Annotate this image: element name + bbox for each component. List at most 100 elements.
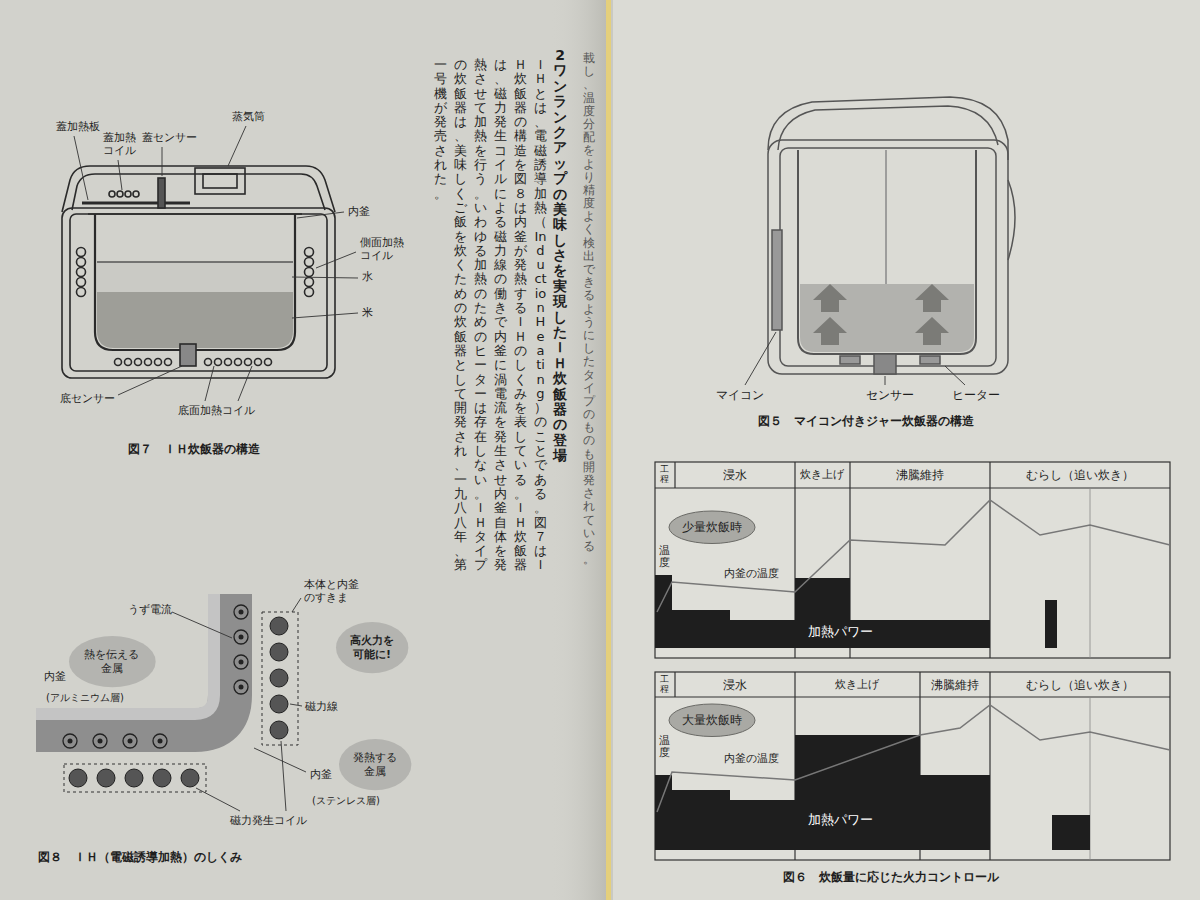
induction-figure	[239, 635, 244, 640]
leader-lines	[74, 126, 358, 401]
table-header: 炊き上げ	[800, 468, 844, 481]
coil-symbol	[270, 695, 288, 713]
part-label: 水	[362, 270, 373, 283]
section-heading: 2 ワンランクアップの美味しさを実現したＩＨ炊飯器の登場	[553, 48, 567, 464]
heat-arrow	[915, 317, 949, 345]
page-ground	[550, 0, 606, 900]
series-label: 内釜の温度	[722, 752, 781, 765]
part-label: 底面加熱コイル	[178, 404, 255, 417]
ih-cooker-figure	[225, 359, 232, 366]
induction-figure	[68, 739, 73, 744]
induction-figure	[254, 748, 306, 772]
ih-cooker-figure	[77, 258, 86, 267]
body-text: 載し、温度分配をより精度よく検出できるようにしたタイプのものも開発されている。	[583, 52, 595, 566]
ih-cooker-figure	[62, 208, 335, 378]
part-label: (アルミニウム層)	[46, 692, 124, 704]
part-label: 蒸気筒	[232, 110, 265, 123]
bubble-text: 高火力を 可能に!	[347, 634, 397, 662]
eddy-current-symbol	[234, 605, 248, 619]
part-label: 内釜	[44, 670, 66, 683]
micom-cooker-figure	[874, 354, 896, 374]
ih-cooker-figure	[62, 166, 335, 378]
micom-cooker-figure	[840, 356, 860, 364]
induction-figure	[262, 612, 298, 745]
induction-figure	[290, 704, 302, 706]
ih-cooker-figure	[88, 213, 302, 215]
heat-arrow	[915, 284, 949, 312]
page-ground	[606, 0, 1200, 900]
ih-cooker-figure	[215, 359, 222, 366]
ih-cooker-figure	[305, 268, 314, 277]
bubble-text: 少量炊飯時	[682, 520, 742, 535]
heat-chart	[655, 696, 1170, 697]
micom-cooker-figure	[772, 230, 782, 330]
table-header: 工程	[660, 465, 669, 485]
eddy-current-symbol	[123, 734, 137, 748]
ih-cooker-figure	[125, 191, 131, 197]
ih-cooker-figure	[70, 214, 327, 371]
ih-cooker-figure	[97, 292, 293, 348]
leader-lines	[162, 147, 163, 176]
table-header: 工程	[660, 675, 669, 695]
leader-lines	[297, 212, 344, 218]
ih-cooker-figure	[195, 168, 245, 194]
induction-figure	[98, 739, 103, 744]
induction-figure	[36, 594, 214, 714]
induction-figure	[172, 598, 306, 811]
ih-cooker-figure	[158, 178, 165, 208]
page-ground	[606, 0, 611, 900]
ih-cooker-figure	[305, 278, 314, 287]
ih-cooker-figure	[77, 278, 86, 287]
axis-label: 温度	[659, 545, 670, 569]
part-label: ヒーター	[952, 388, 1000, 402]
bubble-ellipse	[339, 739, 411, 790]
eddy-current-symbol	[234, 630, 248, 644]
heat-chart	[655, 672, 1170, 860]
leader-lines	[74, 136, 88, 200]
leader-lines	[205, 366, 214, 401]
induction-figure	[239, 660, 244, 665]
ih-cooker-figure	[155, 359, 162, 366]
part-label: センサー	[866, 388, 914, 402]
coil-symbol	[153, 769, 171, 787]
table-header: むらし（追い炊き）	[1026, 678, 1134, 692]
leader-lines	[118, 160, 122, 190]
page-ground	[611, 0, 613, 900]
heat-chart	[655, 735, 990, 850]
body-text: ＩＨとは、電磁誘導加熱（Induction Heating）のことである。図７は…	[414, 58, 547, 583]
series-label: 加熱パワー	[808, 624, 873, 640]
ih-cooker-figure	[72, 174, 325, 210]
bubble-text: 大量炊飯時	[682, 713, 742, 728]
callout-bubble: 少量炊飯時	[668, 510, 756, 545]
induction-figure	[36, 594, 230, 730]
micom-cooker-figure	[920, 356, 940, 364]
induction-figure	[128, 739, 133, 744]
bubble-ellipse	[669, 511, 755, 544]
ih-cooker-figure	[82, 202, 190, 205]
eddy-current-symbol	[93, 734, 107, 748]
table-header: むらし（追い炊き）	[1026, 468, 1134, 482]
ih-cooker-figure	[77, 288, 86, 297]
coil-symbol	[181, 769, 199, 787]
ih-cooker-figure	[255, 359, 262, 366]
ih-cooker-figure	[180, 344, 196, 366]
bubble-ellipse	[69, 636, 156, 687]
micom-cooker-figure	[768, 140, 1008, 374]
part-label: 底センサー	[60, 392, 115, 405]
heat-chart	[674, 672, 675, 697]
induction-figure	[36, 594, 306, 811]
eddy-current-symbol	[63, 734, 77, 748]
leader-lines	[228, 126, 246, 166]
figure-caption: 図７ ＩＨ炊飯器の構造	[128, 442, 260, 456]
ih-cooker-figure	[305, 288, 314, 297]
ih-cooker-figure	[77, 248, 86, 257]
bubble-ellipse	[336, 622, 408, 673]
induction-figure	[196, 788, 240, 811]
bubble-text: 熱を伝える 金属	[82, 648, 143, 676]
induction-figure	[64, 764, 206, 792]
ih-cooker-figure	[305, 258, 314, 267]
eddy-current-symbol	[234, 680, 248, 694]
table-header: 炊き上げ	[835, 678, 879, 691]
eddy-current-symbol	[63, 605, 248, 748]
